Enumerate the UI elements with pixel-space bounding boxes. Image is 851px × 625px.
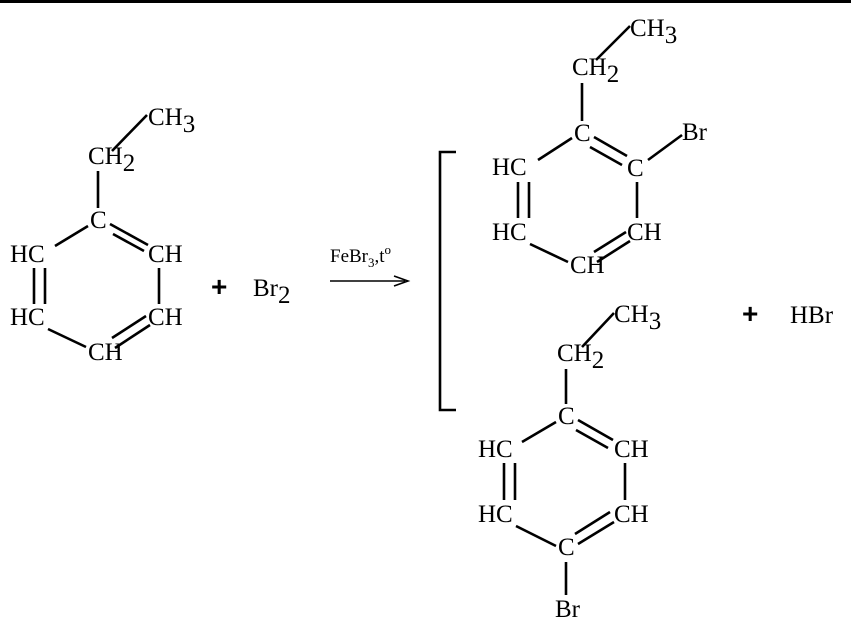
- bond-double: [111, 314, 147, 340]
- para-ch-top: CH: [614, 436, 649, 463]
- product-bracket: [438, 150, 456, 412]
- reactant-ch-base: CH: [88, 339, 123, 366]
- ortho-hc-bottom: HC: [492, 219, 527, 246]
- bond: [595, 25, 631, 61]
- ortho-ch2: CH2: [572, 54, 619, 88]
- product-ortho: CH3 CH2 C C Br HC HC CH CH: [492, 15, 708, 279]
- para-ch3: CH3: [614, 301, 661, 335]
- product-para: CH3 CH2 C HC CH HC CH C Br: [478, 301, 661, 623]
- reagent-bromine: Br2: [253, 275, 291, 309]
- bond-double: [589, 145, 623, 167]
- para-ch2: CH2: [557, 340, 604, 374]
- bond: [596, 239, 631, 264]
- para-c-top: C: [558, 403, 575, 430]
- para-ch-bottom: CH: [614, 501, 649, 528]
- reactant-c: C: [90, 207, 107, 234]
- bond: [515, 524, 557, 548]
- bond: [577, 520, 615, 546]
- reactant-ch-bottom: CH: [148, 304, 183, 331]
- para-hc-bottom: HC: [478, 501, 513, 528]
- byproduct-hbr: HBr: [790, 302, 834, 329]
- reactant-ch3: CH3: [148, 104, 195, 138]
- plus-sign-2: +: [742, 298, 758, 329]
- bond: [581, 312, 615, 348]
- reaction-conditions: FeBr3,to: [330, 242, 391, 270]
- para-c-bottom: C: [558, 534, 575, 561]
- bond-double: [112, 232, 145, 253]
- ortho-ch-base: CH: [570, 252, 605, 279]
- bond: [111, 114, 148, 152]
- para-br: Br: [555, 596, 581, 623]
- bond: [529, 242, 569, 264]
- bond: [593, 135, 628, 158]
- reactant-hc-top: HC: [10, 241, 45, 268]
- para-hc-top: HC: [478, 436, 513, 463]
- ortho-c-right: C: [627, 155, 644, 182]
- bond: [54, 224, 89, 248]
- bond-double: [593, 230, 627, 254]
- reactant-ch-top: CH: [148, 241, 183, 268]
- bond-double: [574, 510, 611, 536]
- ortho-c-top: C: [574, 120, 591, 147]
- plus-sign-1: +: [211, 271, 227, 302]
- ortho-ch3: CH3: [630, 15, 677, 49]
- ortho-ch-right: CH: [627, 219, 662, 246]
- bond: [47, 327, 87, 349]
- reactant-hc-bottom: HC: [10, 304, 45, 331]
- bond: [647, 133, 683, 162]
- bond: [537, 136, 573, 162]
- bond: [577, 418, 614, 442]
- arrow-head: [393, 275, 411, 287]
- bond: [109, 222, 149, 247]
- bond: [114, 323, 151, 350]
- reactant-ethylbenzene: CH3 CH2 C HC CH HC CH CH: [10, 104, 195, 366]
- reaction-arrow: FeBr3,to: [330, 242, 411, 287]
- bond: [521, 420, 557, 444]
- reactant-ch2: CH2: [88, 143, 135, 177]
- bond-double: [575, 428, 609, 450]
- ortho-br: Br: [682, 119, 708, 146]
- ortho-hc-top: HC: [492, 154, 527, 181]
